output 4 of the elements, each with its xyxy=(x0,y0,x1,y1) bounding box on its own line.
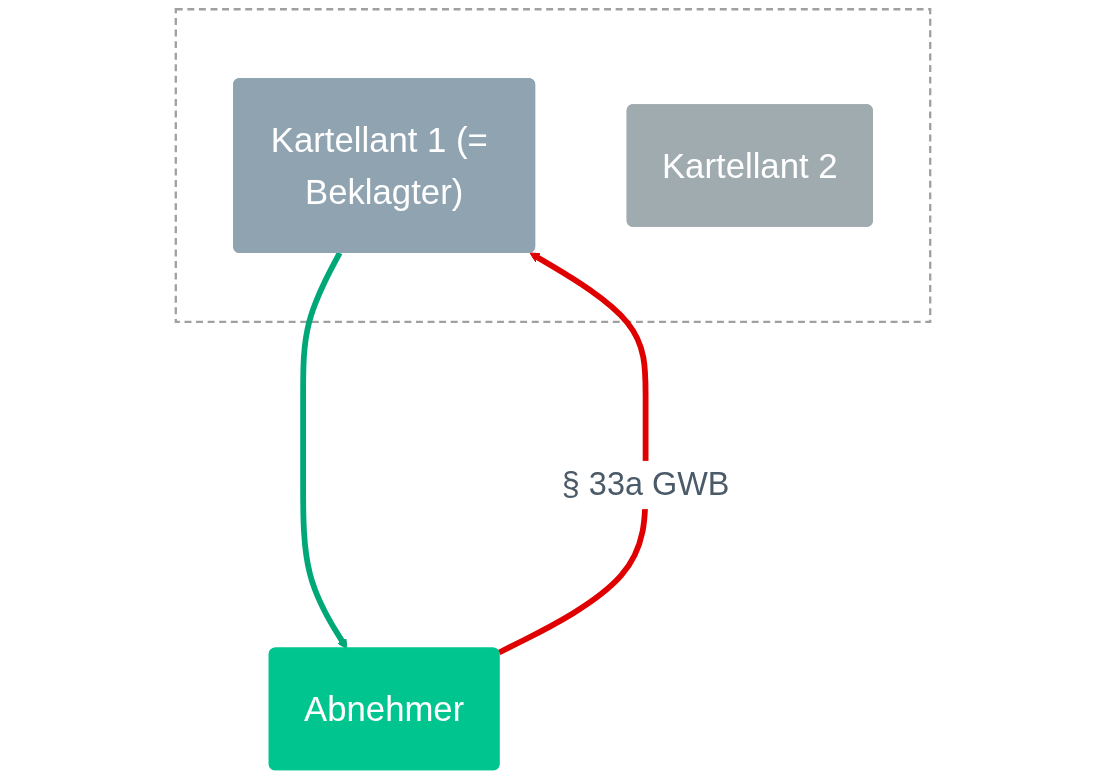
edge-label: § 33a GWB xyxy=(561,466,730,503)
cluster xyxy=(174,8,932,323)
arrow xyxy=(300,251,348,650)
arrow xyxy=(497,252,649,656)
